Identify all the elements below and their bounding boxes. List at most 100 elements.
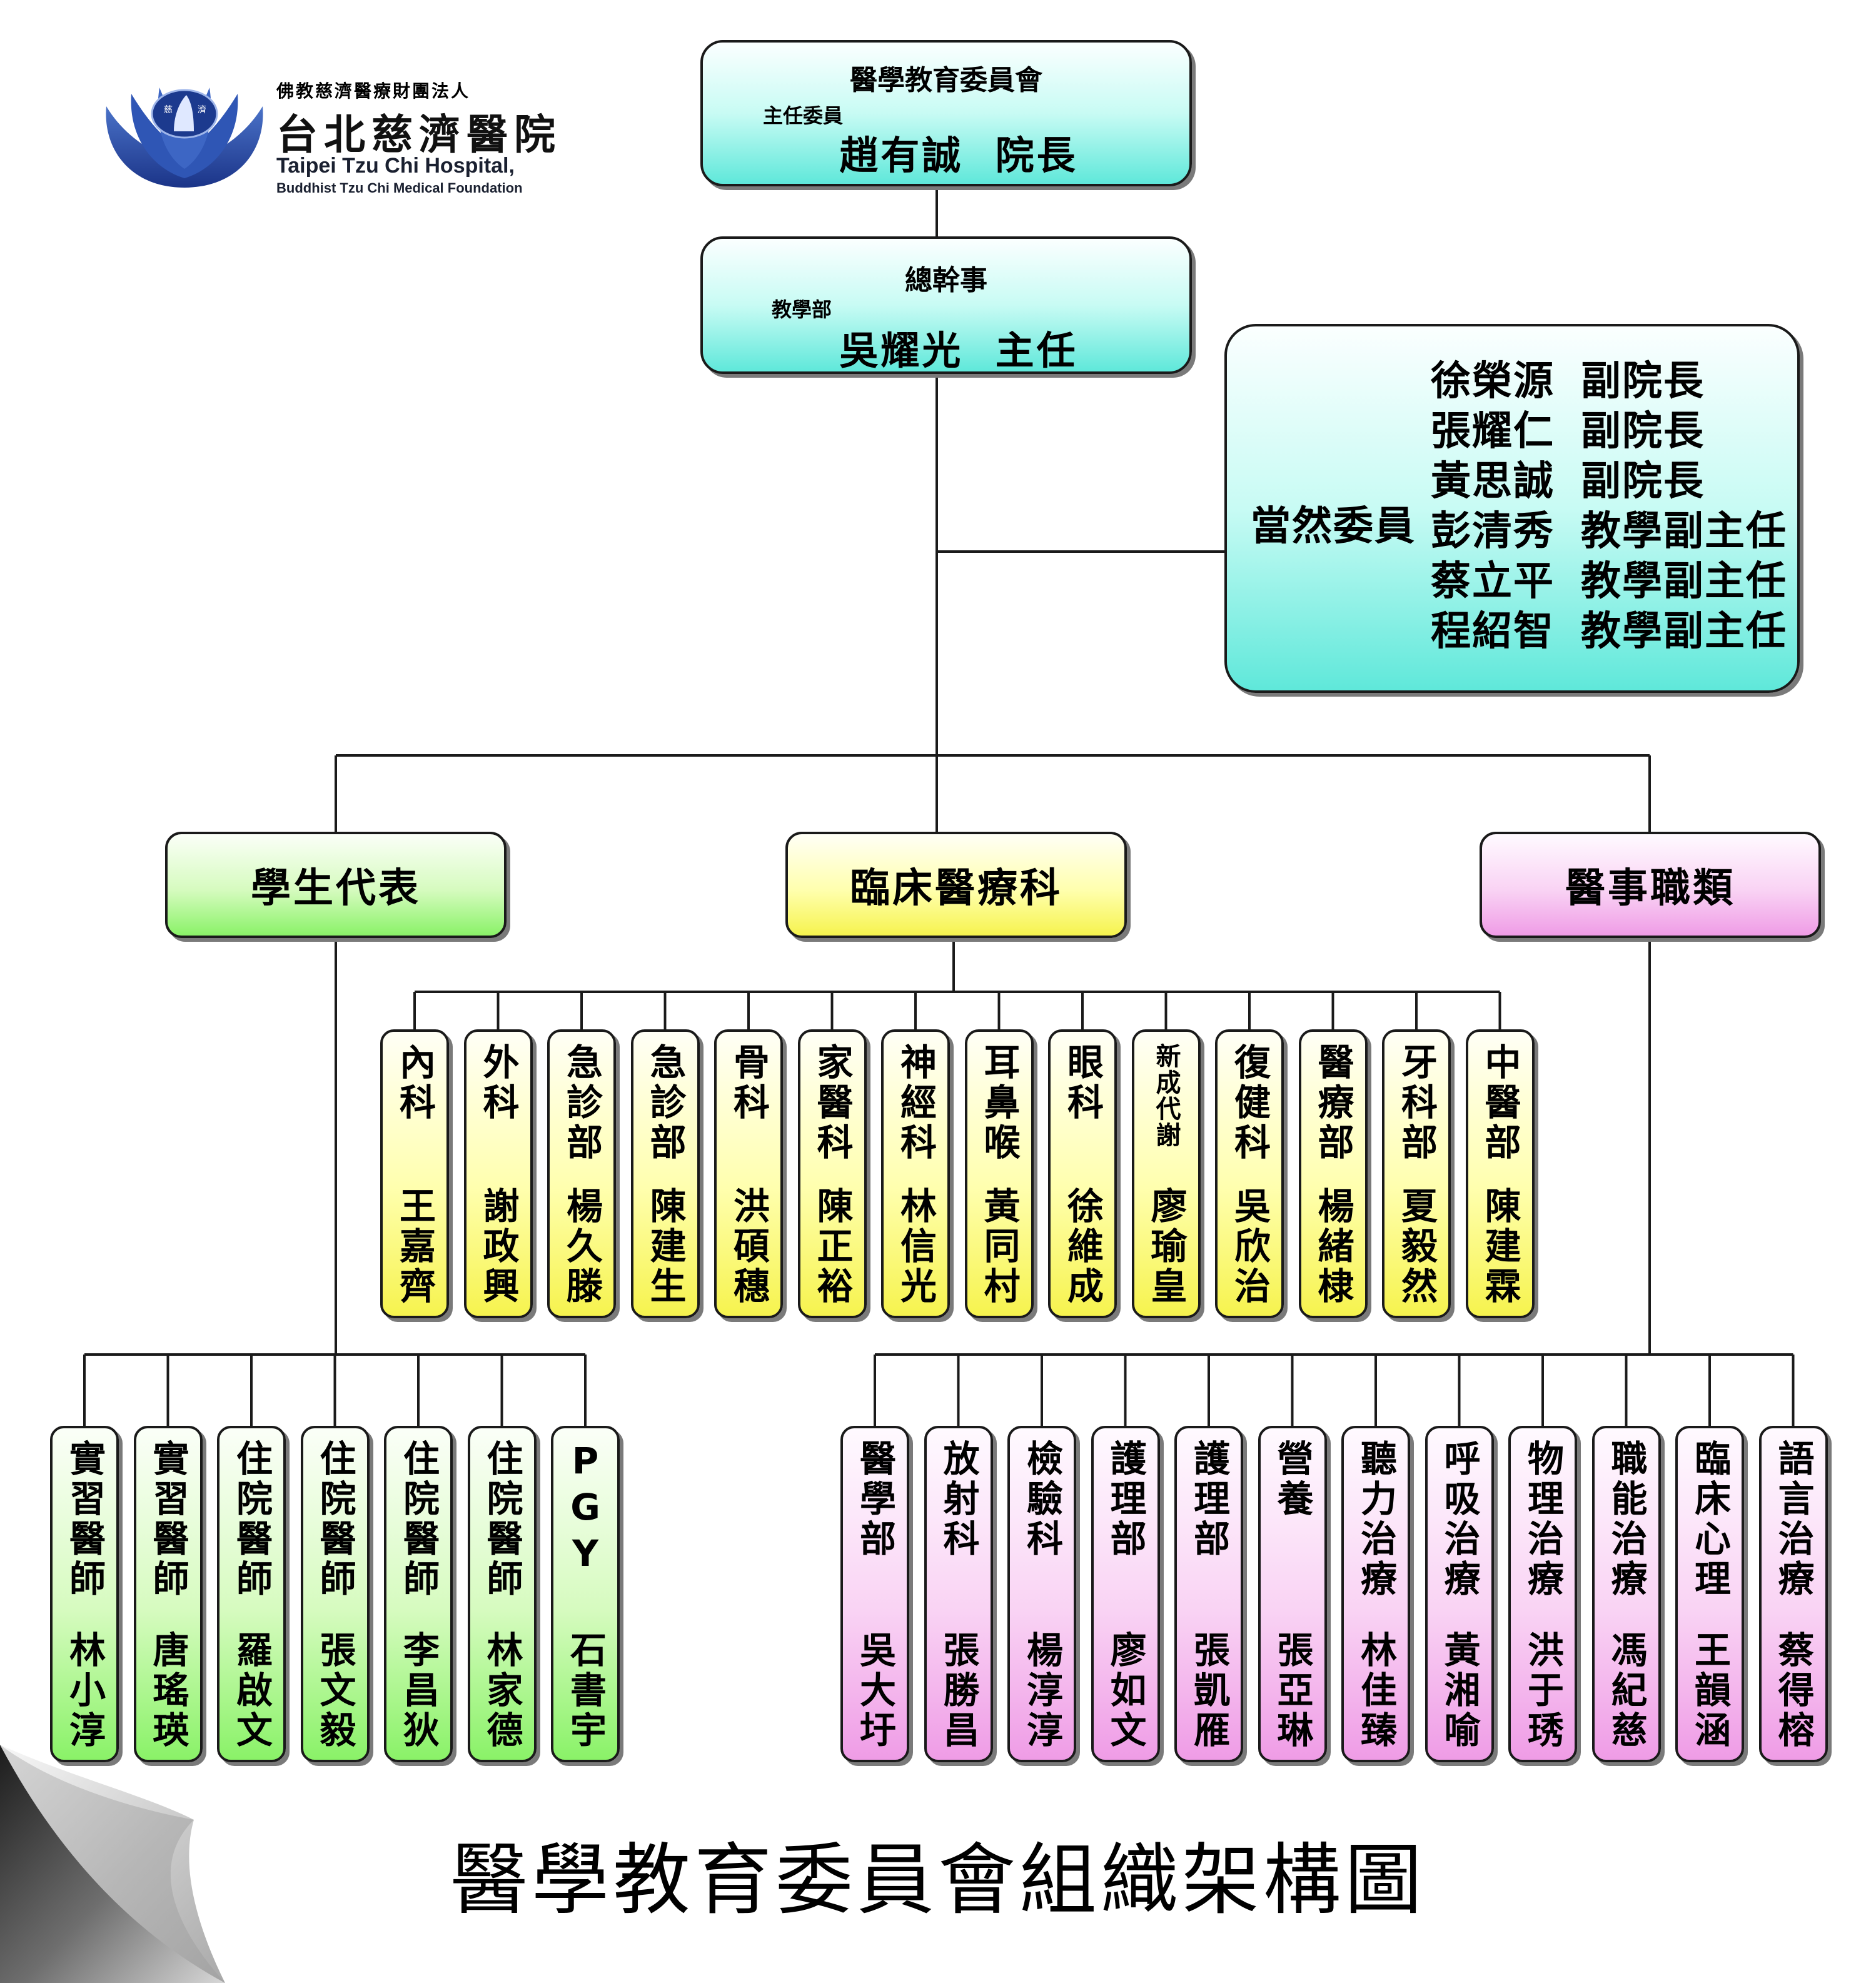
clinical-department-person: 林信光 [894, 1187, 937, 1307]
allied-health-department-label: 物理治療 [1521, 1440, 1564, 1600]
clinical-department-label: 內科 [393, 1043, 436, 1123]
category-student-representatives: 學生代表 [165, 832, 507, 938]
clinical-department-box: 中醫部陳建霖 [1465, 1029, 1535, 1318]
allied-health-department-box: 護理部廖如文 [1091, 1426, 1160, 1762]
clinical-department-box: 內科王嘉齊 [380, 1029, 449, 1318]
clinical-department-person: 夏毅然 [1395, 1187, 1438, 1307]
logo-foundation-en: Buddhist Tzu Chi Medical Foundation [276, 180, 523, 196]
clinical-department-person: 黃同村 [977, 1187, 1021, 1307]
allied-health-department-box: 醫學部吳大圩 [840, 1426, 909, 1762]
allied-health-department-box: 營養張亞琳 [1258, 1426, 1327, 1762]
student-representative-label: 實習醫師 [146, 1440, 189, 1600]
allied-health-department-box: 職能治療馮紀慈 [1591, 1426, 1661, 1762]
allied-health-department-person: 洪于琇 [1521, 1631, 1564, 1751]
ex-officio-member: 彭清秀教學副主任 [1431, 507, 1787, 557]
clinical-department-box: 外科謝政興 [463, 1029, 533, 1318]
clinical-department-person: 楊久滕 [560, 1187, 603, 1307]
allied-health-department-box: 聽力治療林佳臻 [1341, 1426, 1410, 1762]
category-allied-health: 醫事職類 [1480, 832, 1821, 938]
student-representative-box: 實習醫師唐瑤瑛 [133, 1426, 203, 1762]
clinical-department-label: 眼科 [1061, 1043, 1104, 1123]
secretary-name: 吳耀光 主任 [839, 328, 1078, 373]
student-representative-box: 住院醫師林家德 [467, 1426, 537, 1762]
allied-health-department-box: 物理治療洪于琇 [1508, 1426, 1577, 1762]
allied-health-department-label: 護理部 [1188, 1440, 1230, 1560]
ex-officio-member: 蔡立平教學副主任 [1431, 557, 1787, 607]
allied-health-department-label: 放射科 [937, 1440, 980, 1560]
allied-health-department-label: 呼吸治療 [1438, 1440, 1481, 1600]
category-label: 醫事職類 [1565, 865, 1735, 912]
clinical-department-label: 外科 [477, 1043, 520, 1123]
clinical-department-box: 耳鼻喉黃同村 [964, 1029, 1034, 1318]
member-role: 副院長 [1581, 408, 1705, 455]
category-label: 學生代表 [251, 865, 421, 912]
allied-health-department-box: 檢驗科楊淳淳 [1007, 1426, 1076, 1762]
student-representative-box: 實習醫師林小淳 [50, 1426, 119, 1762]
clinical-department-label: 耳鼻喉 [977, 1043, 1021, 1163]
clinical-department-box: 牙科部夏毅然 [1382, 1029, 1451, 1318]
clinical-department-label: 新成代謝 [1151, 1043, 1181, 1148]
allied-health-department-label: 臨床心理 [1688, 1440, 1731, 1600]
member-role: 教學副主任 [1581, 508, 1787, 555]
student-representative-box: 住院醫師張文毅 [300, 1426, 370, 1762]
committee-chair-box: 醫學教育委員會 主任委員 趙有誠 院長 [700, 40, 1192, 186]
clinical-department-person: 徐維成 [1061, 1187, 1104, 1307]
student-representative-label: 住院醫師 [397, 1440, 440, 1600]
allied-health-department-person: 張亞琳 [1271, 1631, 1314, 1751]
clinical-department-box: 骨科洪碩穗 [714, 1029, 783, 1318]
clinical-department-person: 吳欣治 [1228, 1187, 1271, 1307]
clinical-department-box: 急診部陳建生 [630, 1029, 700, 1318]
allied-health-department-person: 蔡得榕 [1772, 1631, 1815, 1751]
clinical-department-box: 新成代謝廖瑜皇 [1131, 1029, 1201, 1318]
allied-health-department-label: 語言治療 [1772, 1440, 1815, 1600]
member-name: 張耀仁 [1431, 408, 1555, 455]
logo-foundation-cn: 佛教慈濟醫療財團法人 [276, 81, 471, 101]
lotus-emblem-icon: 慈 濟 [106, 88, 263, 188]
allied-health-department-box: 呼吸治療黃湘喻 [1425, 1426, 1494, 1762]
allied-health-department-box: 語言治療蔡得榕 [1758, 1426, 1828, 1762]
student-representative-label: 實習醫師 [63, 1440, 106, 1600]
allied-health-department-label: 護理部 [1104, 1440, 1147, 1560]
allied-health-department-person: 楊淳淳 [1021, 1631, 1063, 1751]
clinical-department-label: 急診部 [560, 1043, 603, 1163]
student-representative-label: PGY [564, 1440, 607, 1578]
ex-officio-member: 張耀仁副院長 [1431, 406, 1787, 457]
clinical-department-box: 家醫科陳正裕 [797, 1029, 867, 1318]
student-representative-label: 住院醫師 [313, 1440, 356, 1600]
committee-title: 醫學教育委員會 [850, 64, 1042, 96]
clinical-department-box: 眼科徐維成 [1048, 1029, 1117, 1318]
clinical-department-box: 神經科林信光 [881, 1029, 950, 1318]
hospital-logo: 慈 濟 佛教慈濟醫療財團法人 台北慈濟醫院 Taipei Tzu Chi Hos… [94, 69, 594, 200]
member-name: 徐榮源 [1431, 358, 1555, 405]
member-role: 副院長 [1581, 458, 1705, 505]
member-name: 蔡立平 [1431, 558, 1555, 605]
allied-health-department-label: 聽力治療 [1354, 1440, 1397, 1600]
student-representative-person: 李昌狄 [397, 1631, 440, 1751]
secretary-title: 總幹事 [905, 265, 987, 296]
ex-officio-title: 當然委員 [1251, 503, 1416, 550]
category-label: 臨床醫療科 [850, 865, 1062, 912]
clinical-department-label: 復健科 [1228, 1043, 1271, 1163]
allied-health-department-box: 放射科張勝昌 [924, 1426, 993, 1762]
clinical-department-box: 急診部楊久滕 [547, 1029, 616, 1318]
member-role: 副院長 [1581, 358, 1705, 405]
allied-health-department-box: 臨床心理王韻涵 [1675, 1426, 1744, 1762]
ex-officio-list: 徐榮源副院長 張耀仁副院長 黃思誠副院長 彭清秀教學副主任 蔡立平教學副主任 程… [1431, 356, 1787, 657]
category-clinical-departments: 臨床醫療科 [785, 832, 1127, 938]
student-representative-label: 住院醫師 [230, 1440, 273, 1600]
allied-health-department-label: 職能治療 [1605, 1440, 1648, 1600]
clinical-department-person: 楊緒棣 [1311, 1187, 1354, 1307]
logo-hospital-name-en: Taipei Tzu Chi Hospital, [276, 154, 515, 178]
clinical-department-label: 急診部 [643, 1043, 687, 1163]
allied-health-department-person: 林佳臻 [1354, 1631, 1397, 1751]
member-name: 程紹智 [1431, 608, 1555, 655]
page-curl-decoration [0, 1745, 225, 1983]
clinical-department-person: 陳建霖 [1478, 1187, 1521, 1307]
allied-health-department-label: 檢驗科 [1021, 1440, 1063, 1560]
allied-health-department-box: 護理部張凱雁 [1174, 1426, 1243, 1762]
student-representative-person: 林小淳 [63, 1631, 106, 1751]
committee-subtitle: 主任委員 [763, 104, 844, 128]
clinical-department-person: 謝政興 [477, 1187, 520, 1307]
allied-health-department-person: 吳大圩 [854, 1631, 896, 1751]
